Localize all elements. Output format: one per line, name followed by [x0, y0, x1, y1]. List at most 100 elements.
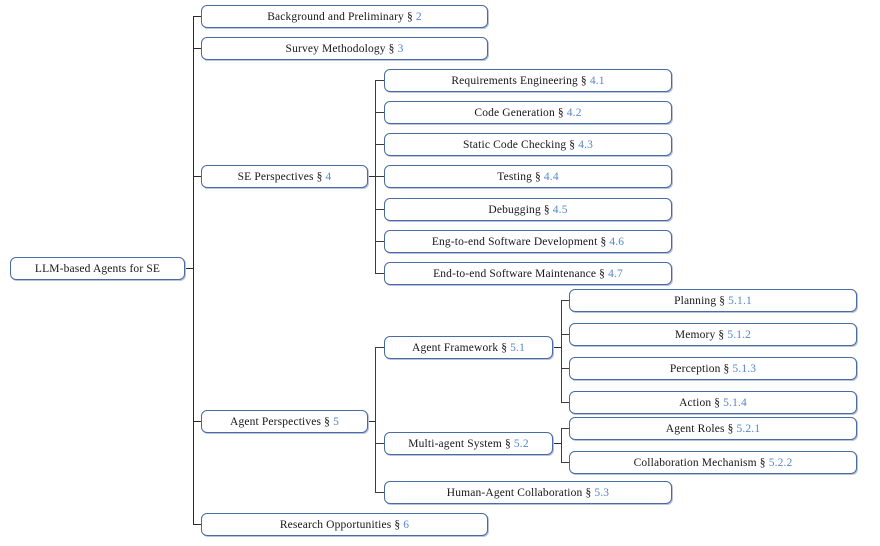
node-multi-agent-system[interactable]: Multi-agent System § 5.2	[384, 432, 553, 455]
node-requirements-engineering[interactable]: Requirements Engineering § 4.1	[384, 69, 672, 92]
node-end-to-end-software-maintenance[interactable]: End-to-end Software Maintenance § 4.7	[384, 262, 672, 285]
section-number: 5.3	[594, 486, 610, 499]
node-code-generation[interactable]: Code Generation § 4.2	[384, 101, 672, 124]
edge-framework-to-perception	[561, 368, 570, 369]
section-number: 4.1	[589, 74, 605, 87]
section-number: 5.2	[513, 437, 529, 450]
section-number: 5.2.2	[768, 456, 793, 469]
node-agent-perspectives[interactable]: Agent Perspectives § 5	[201, 410, 368, 433]
section-symbol: §	[759, 456, 766, 469]
section-number: 5.1.2	[727, 328, 752, 341]
edge-spine-to-se-perspectives	[193, 176, 201, 177]
section-number: 4.4	[543, 170, 559, 183]
node-static-code-checking[interactable]: Static Code Checking § 4.3	[384, 133, 672, 156]
edge-framework-stub	[553, 347, 562, 348]
edge-se-to-child-5	[375, 209, 384, 210]
node-se-perspectives[interactable]: SE Perspectives § 4	[201, 165, 368, 188]
section-symbol: §	[394, 518, 401, 531]
edge-se-to-child-6	[375, 241, 384, 242]
section-number: 4.6	[609, 235, 625, 248]
section-symbol: §	[316, 170, 323, 183]
node-memory[interactable]: Memory § 5.1.2	[569, 323, 857, 346]
node-action[interactable]: Action § 5.1.4	[569, 391, 857, 414]
edge-root-stub	[185, 268, 194, 269]
node-label: Perception	[669, 362, 721, 375]
section-symbol: §	[723, 362, 730, 375]
node-label: Background and Preliminary	[267, 10, 404, 23]
node-label: Agent Framework	[412, 341, 499, 354]
node-background-and-preliminary[interactable]: Background and Preliminary § 2	[201, 5, 488, 28]
node-label: Code Generation	[474, 106, 555, 119]
section-number: 5.1	[510, 341, 525, 354]
section-number: 5	[333, 415, 339, 428]
node-label: Multi-agent System	[408, 437, 502, 450]
edge-se-to-child-4	[375, 176, 384, 177]
edge-main-spine	[193, 16, 194, 525]
node-root-label: LLM-based Agents for SE	[34, 262, 161, 275]
section-number: 5.1.1	[728, 294, 752, 307]
node-debugging[interactable]: Debugging § 4.5	[384, 198, 672, 221]
edge-se-to-child-7	[375, 273, 384, 274]
node-research-opportunities[interactable]: Research Opportunities § 6	[201, 513, 488, 536]
edge-agent-to-multiagent	[375, 443, 384, 444]
node-label: Research Opportunities	[279, 518, 392, 531]
node-label: Human-Agent Collaboration	[446, 486, 583, 499]
section-symbol: §	[569, 138, 576, 151]
section-symbol: §	[557, 106, 564, 119]
edge-spine-to-background	[193, 16, 201, 17]
edge-se-to-child-3	[375, 144, 384, 145]
node-human-agent-collaboration[interactable]: Human-Agent Collaboration § 5.3	[384, 481, 672, 504]
node-label: End-to-end Software Maintenance	[433, 267, 597, 280]
node-label: SE Perspectives	[237, 170, 314, 183]
node-end-to-end-software-development[interactable]: Eng-to-end Software Development § 4.6	[384, 230, 672, 253]
section-number: 4.3	[578, 138, 594, 151]
section-symbol: §	[535, 170, 541, 183]
node-collaboration-mechanism[interactable]: Collaboration Mechanism § 5.2.2	[569, 451, 857, 474]
edge-framework-to-planning	[561, 300, 570, 301]
node-label: Eng-to-end Software Development	[431, 235, 598, 248]
node-planning[interactable]: Planning § 5.1.1	[569, 289, 857, 312]
node-label: Collaboration Mechanism	[633, 456, 757, 469]
node-label: Planning	[674, 294, 717, 307]
edge-agent-stub	[368, 421, 376, 422]
section-number: 4.2	[566, 106, 582, 119]
section-number: 5.1.3	[732, 362, 757, 375]
section-symbol: §	[718, 328, 725, 341]
node-label: Static Code Checking	[462, 138, 567, 151]
node-label: Testing	[497, 170, 532, 183]
node-agent-framework[interactable]: Agent Framework § 5.1	[384, 336, 553, 359]
edge-spine-to-research-opportunities	[193, 524, 201, 525]
node-label: Survey Methodology	[285, 42, 386, 55]
edge-framework-to-memory	[561, 334, 570, 335]
edge-multiagent-to-collab	[561, 462, 570, 463]
section-symbol: §	[324, 415, 331, 428]
section-symbol: §	[727, 422, 734, 435]
section-number: 3	[397, 42, 404, 55]
node-label: Agent Perspectives	[230, 415, 322, 428]
edge-multiagent-to-roles	[561, 428, 570, 429]
node-label: Memory	[674, 328, 716, 341]
node-agent-roles[interactable]: Agent Roles § 5.2.1	[569, 417, 857, 440]
section-symbol: §	[599, 267, 606, 280]
node-perception[interactable]: Perception § 5.1.3	[569, 357, 857, 380]
section-symbol: §	[580, 74, 587, 87]
section-symbol: §	[543, 203, 550, 216]
section-number: 4.7	[608, 267, 623, 280]
edge-se-stub	[368, 176, 376, 177]
section-number: 6	[403, 518, 410, 531]
edge-agent-spine	[375, 347, 376, 492]
section-symbol: §	[719, 294, 726, 307]
node-survey-methodology[interactable]: Survey Methodology § 3	[201, 37, 488, 60]
node-label: Requirements Engineering	[451, 74, 578, 87]
section-symbol: §	[505, 437, 511, 450]
node-testing[interactable]: Testing § 4.4	[384, 165, 672, 188]
edge-multiagent-stub	[553, 443, 562, 444]
edge-multiagent-spine	[561, 428, 562, 462]
section-symbol: §	[600, 235, 607, 248]
node-root[interactable]: LLM-based Agents for SE	[10, 257, 185, 280]
section-number: 4	[325, 170, 332, 183]
node-label: Action	[679, 396, 712, 409]
edge-framework-spine	[561, 300, 562, 403]
node-label: Debugging	[488, 203, 541, 216]
